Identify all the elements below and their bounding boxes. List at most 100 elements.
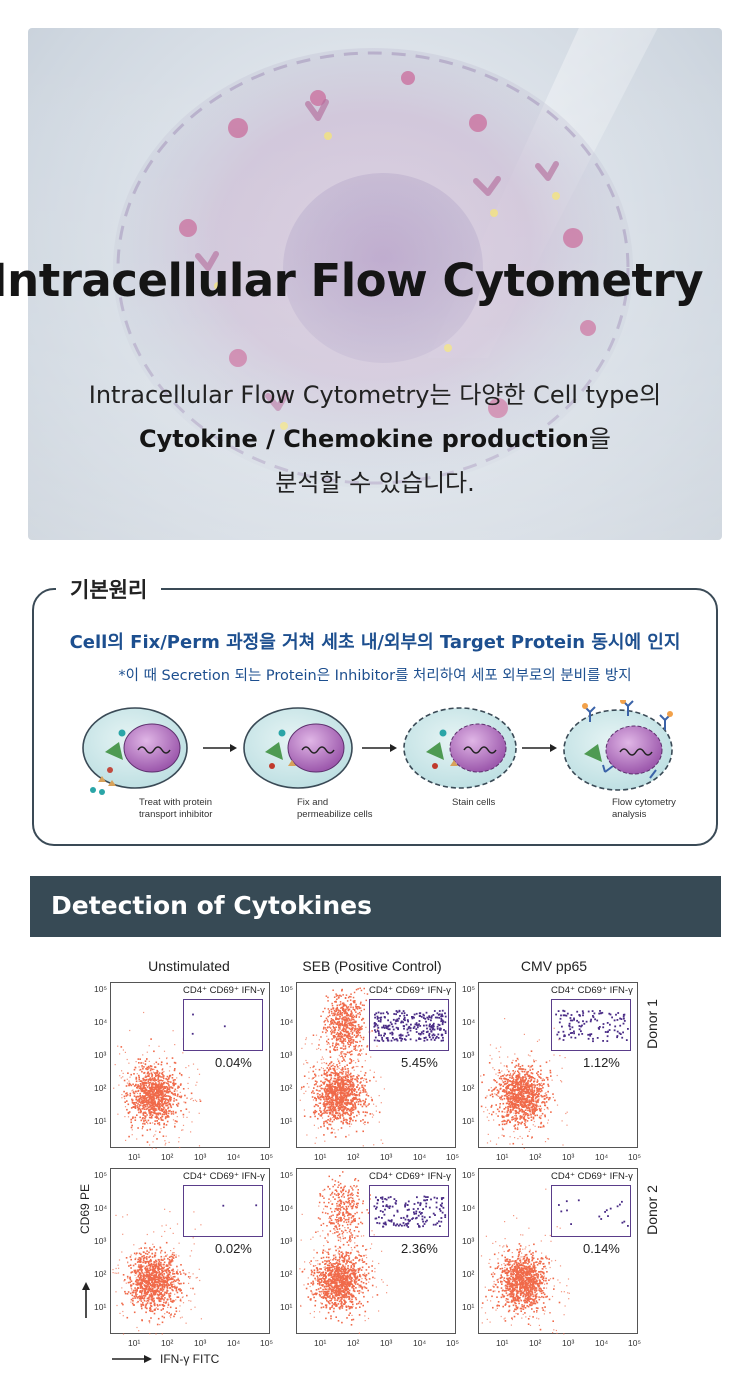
y-tick-label: 10⁴ (280, 1203, 294, 1213)
gate-label: CD4⁺ CD69⁺ IFN-γ (183, 1171, 265, 1182)
step-label-4: Flow cytometry analysis (612, 797, 676, 821)
hero-desc-line2: Cytokine / Chemokine production을 (28, 417, 722, 461)
flow-plot-panel: CD4⁺ CD69⁺ IFN-γ 0.02% (110, 1168, 270, 1335)
gate-rectangle (183, 999, 263, 1051)
y-tick-label: 10⁵ (280, 1170, 293, 1180)
x-tick-label: 10⁴ (595, 1338, 609, 1348)
x-tick-label: 10⁴ (413, 1152, 427, 1162)
y-tick-label: 10¹ (280, 1302, 293, 1312)
x-axis-label: IFN-γ FITC (160, 1352, 220, 1366)
cell-step-1 (82, 707, 188, 795)
gate-label: CD4⁺ CD69⁺ IFN-γ (551, 985, 633, 996)
column-title-cmv: CMV pp65 (520, 958, 588, 974)
y-tick-label: 10¹ (280, 1116, 293, 1126)
scatter-dots (299, 1171, 447, 1334)
x-tick-label: 10⁵ (628, 1152, 641, 1162)
gate-rectangle (369, 1185, 449, 1237)
x-tick-label: 10⁴ (227, 1338, 241, 1348)
scatter-dots (299, 987, 447, 1147)
step-label-1: Treat with protein transport inhibitor (139, 797, 212, 821)
y-tick-label: 10³ (462, 1236, 475, 1246)
y-tick-label: 10¹ (462, 1116, 475, 1126)
flow-plots-figure: Unstimulated SEB (Positive Control) CMV … (0, 940, 750, 1376)
gate-percentage: 0.02% (215, 1241, 252, 1256)
hero-description: Intracellular Flow Cytometry는 다양한 Cell t… (28, 373, 722, 505)
step-1-line2: transport inhibitor (139, 809, 213, 820)
column-title-unstimulated: Unstimulated (148, 958, 230, 974)
scatter-dots (480, 1188, 629, 1335)
arrow-1 (203, 744, 237, 752)
flow-plot-panel: CD4⁺ CD69⁺ IFN-γ 1.12% (478, 982, 638, 1149)
x-tick-label: 10³ (380, 1152, 393, 1162)
x-tick-label: 10⁵ (628, 1338, 641, 1348)
y-tick-label: 10³ (94, 1236, 107, 1246)
x-tick-label: 10⁴ (227, 1152, 241, 1162)
gate-rectangle (551, 999, 631, 1051)
gate-percentage: 0.14% (583, 1241, 620, 1256)
y-tick-label: 10⁴ (94, 1017, 108, 1027)
axis-arrows (82, 1282, 152, 1363)
y-tick-label: 10² (94, 1269, 107, 1279)
scatter-dots (112, 1204, 258, 1335)
detection-title: Detection of Cytokines (51, 891, 372, 920)
x-tick-label: 10¹ (314, 1338, 327, 1348)
y-tick-label: 10⁵ (94, 1170, 107, 1180)
gate-percentage: 5.45% (401, 1055, 438, 1070)
y-tick-label: 10⁴ (280, 1017, 294, 1027)
x-tick-label: 10¹ (496, 1152, 509, 1162)
gate-label: CD4⁺ CD69⁺ IFN-γ (369, 1171, 451, 1182)
x-tick-label: 10¹ (496, 1338, 509, 1348)
step-4-line1: Flow cytometry (612, 797, 676, 808)
hero-desc-line3: 분석할 수 있습니다. (275, 469, 475, 497)
x-tick-label: 10⁴ (595, 1152, 609, 1162)
hero-desc-line1: Intracellular Flow Cytometry는 다양한 Cell t… (88, 381, 662, 409)
x-tick-label: 10² (529, 1338, 542, 1348)
x-tick-label: 10³ (380, 1338, 393, 1348)
x-tick-label: 10⁵ (260, 1152, 273, 1162)
y-tick-label: 10² (462, 1083, 475, 1093)
arrow-3 (522, 744, 557, 752)
y-tick-label: 10² (94, 1083, 107, 1093)
x-tick-label: 10² (529, 1152, 542, 1162)
x-tick-label: 10¹ (314, 1152, 327, 1162)
process-diagram (82, 698, 673, 795)
x-tick-label: 10² (161, 1338, 174, 1348)
x-tick-label: 10² (347, 1152, 360, 1162)
principle-label: 기본원리 (56, 574, 162, 604)
y-tick-label: 10⁵ (462, 984, 475, 994)
y-tick-label: 10² (280, 1269, 293, 1279)
step-2-line1: Fix and (297, 797, 329, 808)
gate-percentage: 1.12% (583, 1055, 620, 1070)
gate-label: CD4⁺ CD69⁺ IFN-γ (551, 1171, 633, 1182)
step-label-2: Fix and permeabilize cells (297, 797, 373, 821)
step-1-line1: Treat with protein (139, 797, 213, 808)
y-tick-label: 10⁴ (94, 1203, 108, 1213)
step-2-line2: permeabilize cells (297, 809, 373, 820)
y-tick-label: 10³ (94, 1050, 107, 1060)
cell-illustration (113, 28, 658, 488)
step-label-3: Stain cells (452, 797, 495, 809)
flow-plot-panel: CD4⁺ CD69⁺ IFN-γ 0.14% (478, 1168, 638, 1335)
principle-box (32, 588, 718, 846)
x-tick-label: 10³ (194, 1338, 207, 1348)
hero-desc-tail: 을 (588, 425, 611, 453)
gate-rectangle (369, 999, 449, 1051)
principle-sub-text: *이 때 Secretion 되는 Protein은 Inhibitor를 처리… (118, 668, 632, 684)
principle-main-text: Cell의 Fix/Perm 과정을 거쳐 세초 내/외부의 Target Pr… (69, 632, 681, 653)
column-title-seb: SEB (Positive Control) (302, 958, 442, 974)
y-tick-label: 10³ (280, 1050, 293, 1060)
x-tick-label: 10³ (562, 1152, 575, 1162)
y-tick-label: 10² (280, 1083, 293, 1093)
y-tick-label: 10⁵ (94, 984, 107, 994)
arrow-2 (362, 744, 397, 752)
cell-step-3 (403, 707, 517, 789)
y-tick-label: 10² (462, 1269, 475, 1279)
y-tick-label: 10¹ (94, 1302, 107, 1312)
gate-label: CD4⁺ CD69⁺ IFN-γ (369, 985, 451, 996)
cell-step-2 (243, 707, 353, 789)
y-tick-label: 10³ (280, 1236, 293, 1246)
hero-title: Intracellular Flow Cytometry (0, 254, 704, 307)
x-tick-label: 10⁵ (260, 1338, 273, 1348)
